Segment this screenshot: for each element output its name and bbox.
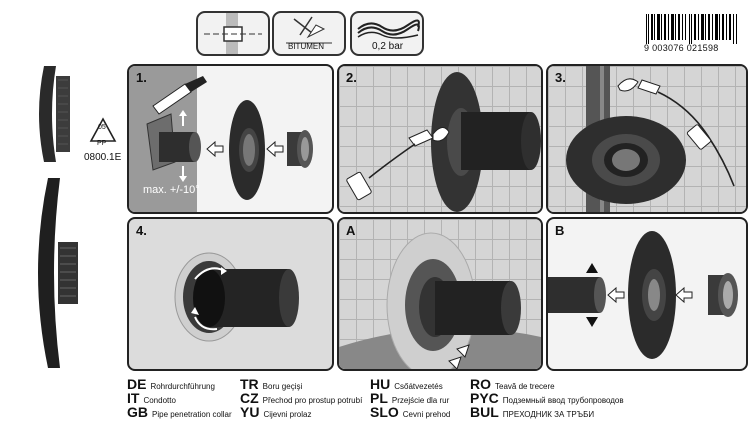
- step-b-illustration: [548, 231, 738, 359]
- lang-code: DE: [127, 376, 147, 392]
- pressure-label: 0,2 bar: [372, 41, 404, 52]
- lang-text: Rohrdurchführung: [150, 382, 215, 391]
- lang-text: Подземный ввод трубопроводов: [502, 396, 624, 405]
- step-3-panel: 3.: [546, 64, 748, 214]
- step-b-panel: B: [546, 217, 748, 371]
- step-3-illustration: [566, 66, 735, 212]
- lang-code: BUL: [470, 404, 499, 420]
- barcode: 9 003076 021598: [644, 14, 740, 54]
- step-a-label: A: [346, 223, 356, 238]
- barcode-bars: [646, 14, 737, 44]
- lang-code: TR: [240, 376, 259, 392]
- recycle-number: 05: [98, 124, 106, 131]
- step-2-label: 2.: [346, 70, 357, 85]
- pressure-icon-box: 0,2 bar: [350, 11, 424, 56]
- step-4-panel: 4.: [127, 217, 334, 371]
- lang-text: Přechod pro prostup potrubí: [262, 396, 363, 405]
- wall-pipe-icon: [204, 13, 262, 54]
- lang-code: YU: [240, 404, 260, 420]
- lang-code: RO: [470, 376, 491, 392]
- lang-code: PYC: [470, 390, 499, 406]
- step-1-illustration: [146, 76, 313, 200]
- lang-code: HU: [370, 376, 391, 392]
- lang-code: SLO: [370, 404, 399, 420]
- recycle-material: PP: [97, 140, 107, 147]
- step-a-panel: A: [337, 217, 543, 371]
- lang-ro: RO Teavă de trecere: [470, 376, 555, 392]
- lang-text: Cevni prehod: [402, 410, 451, 419]
- step-4-illustration: [174, 252, 299, 342]
- step-3-label: 3.: [555, 70, 566, 85]
- lang-code: GB: [127, 404, 148, 420]
- lang-text: Pipe penetration collar: [152, 410, 232, 419]
- step-4-label: 4.: [136, 223, 147, 238]
- lang-text: Przejście dla rur: [391, 396, 450, 405]
- lang-code: CZ: [240, 390, 259, 406]
- step-1-label: 1.: [136, 70, 147, 85]
- step-2-panel: 2.: [337, 64, 543, 214]
- step-b-label: B: [555, 223, 565, 238]
- bitumen-icon-box: BITUMEN: [272, 11, 346, 56]
- lang-text: Cijevni prolaz: [263, 410, 312, 419]
- collar-flange-image: [38, 178, 78, 368]
- step-a-illustration: [339, 232, 541, 369]
- water-wave-icon: [357, 19, 420, 39]
- lang-text: ПРЕХОДНИК ЗА ТРЪБИ: [502, 410, 595, 419]
- lang-text: Teavă de trecere: [495, 382, 555, 391]
- lang-code: IT: [127, 390, 140, 406]
- barcode-number: 9 003076 021598: [644, 43, 719, 53]
- lang-gb: GB Pipe penetration collar: [127, 404, 232, 420]
- angle-note: max. +/-10°: [143, 184, 200, 196]
- bitumen-brush-icon: [286, 16, 332, 44]
- bitumen-label: BITUMEN: [288, 42, 324, 51]
- lang-text: Condotto: [143, 396, 176, 405]
- lang-code: PL: [370, 390, 388, 406]
- lang-text: Csőátvezetés: [394, 382, 443, 391]
- recycle-icon: [89, 117, 117, 142]
- step-2-illustration: [346, 72, 541, 212]
- wall-pipe-icon-box: [196, 11, 270, 56]
- collar-side-view-image: [39, 66, 70, 162]
- product-code: 0800.1E: [84, 152, 122, 163]
- step-1-panel: 1. max. +/-10°: [127, 64, 334, 214]
- lang-text: Boru geçişi: [262, 382, 303, 391]
